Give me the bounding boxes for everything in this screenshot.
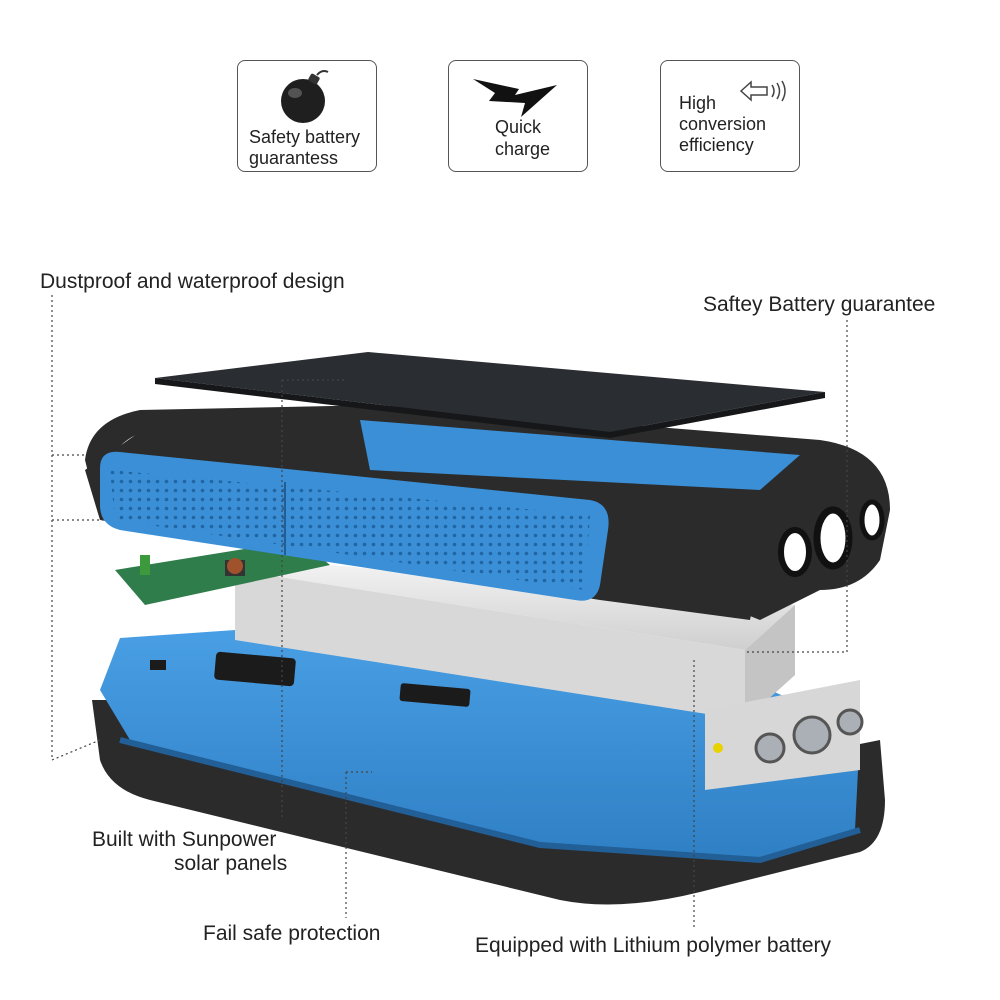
port-2 — [792, 715, 832, 755]
board-coil — [227, 558, 243, 574]
callout-safety-battery: Saftey Battery guarantee — [703, 293, 936, 316]
battery-top — [235, 565, 795, 650]
callout-fail-safe: Fail safe protection — [203, 922, 381, 945]
feature-badge-quick-charge: Quick charge — [448, 60, 588, 172]
lightning-icon — [473, 79, 557, 117]
frame-hole-1 — [778, 527, 812, 577]
frame-hole-2 — [813, 506, 853, 570]
battery-front — [235, 570, 745, 720]
badge-quick-line1: Quick — [495, 117, 542, 137]
callout-dustproof: Dustproof and waterproof design — [40, 270, 345, 293]
battery-side — [745, 605, 795, 720]
callout-sunpower-line2: solar panels — [174, 852, 288, 875]
feature-badge-efficiency: High conversion efficiency — [660, 60, 800, 172]
callout-lithium: Equipped with Lithium polymer battery — [475, 934, 832, 957]
port-1 — [754, 732, 786, 764]
casing-hole — [150, 660, 166, 670]
callout-sunpower-line1: Built with Sunpower — [92, 828, 277, 851]
grip-dots — [110, 470, 590, 590]
leader-lines — [51, 295, 848, 930]
badge-quick-line2: charge — [495, 139, 551, 159]
frame-hole-3 — [859, 499, 885, 541]
port-3 — [836, 708, 864, 736]
arrow-icon — [739, 80, 786, 102]
board-cap — [140, 555, 150, 575]
casing-slot — [214, 651, 296, 687]
bottom-casing-edge — [119, 737, 861, 864]
badge-safety-line1: Safety battery — [249, 127, 361, 147]
led — [713, 743, 723, 753]
bomb-icon — [281, 70, 329, 123]
feature-badge-safety: Safety battery guarantess — [237, 60, 377, 172]
solar-panel-edge — [155, 378, 610, 438]
badge-efficiency-line2: conversion — [679, 114, 767, 134]
port-plate — [705, 680, 860, 790]
casing-slot-2 — [399, 683, 471, 707]
badge-safety-line2: guarantess — [249, 148, 339, 168]
solar-panel-edge-right — [610, 392, 825, 438]
circuit-board — [115, 540, 330, 605]
solar-panel — [155, 352, 825, 432]
badge-efficiency-line1: High — [679, 93, 717, 113]
badge-efficiency-line3: efficiency — [679, 135, 754, 155]
top-inner-blue — [360, 420, 800, 490]
